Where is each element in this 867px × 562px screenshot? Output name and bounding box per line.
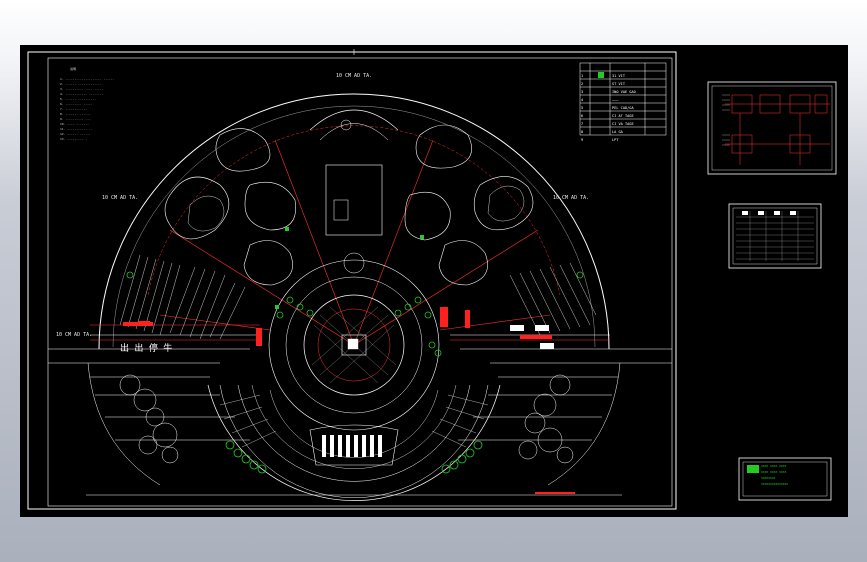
street-label-left: 10 CM AD TA. <box>102 195 139 201</box>
inner-border <box>47 57 673 507</box>
street-label-top: 10 CM AD TA. <box>336 73 373 79</box>
tree-cluster-right <box>518 374 574 464</box>
legend-table <box>579 62 667 136</box>
outer-border <box>27 51 677 510</box>
notes-text: 1. -------------------- ------2. ------ … <box>60 77 115 141</box>
detail-panel-1 <box>707 81 837 175</box>
notes-heading: 说明 <box>70 67 77 71</box>
tree-cluster-left <box>119 374 179 464</box>
planting-green <box>126 271 584 474</box>
detail-panel-2 <box>728 203 822 269</box>
street-label-right: 10 CM AD TA. <box>553 195 590 201</box>
site-plan-drawing[interactable] <box>20 45 848 517</box>
street-label-side: 10 CM AD TA. <box>56 332 93 338</box>
plaza-outer-ring <box>268 259 440 431</box>
main-arc <box>98 93 610 350</box>
exit-label: 出 出 停 牛 <box>120 344 173 354</box>
title-block <box>738 457 832 501</box>
drawing-sheet[interactable]: 10 CM AD TA. 10 CM AD TA. 10 CM AD TA. 1… <box>20 45 848 517</box>
